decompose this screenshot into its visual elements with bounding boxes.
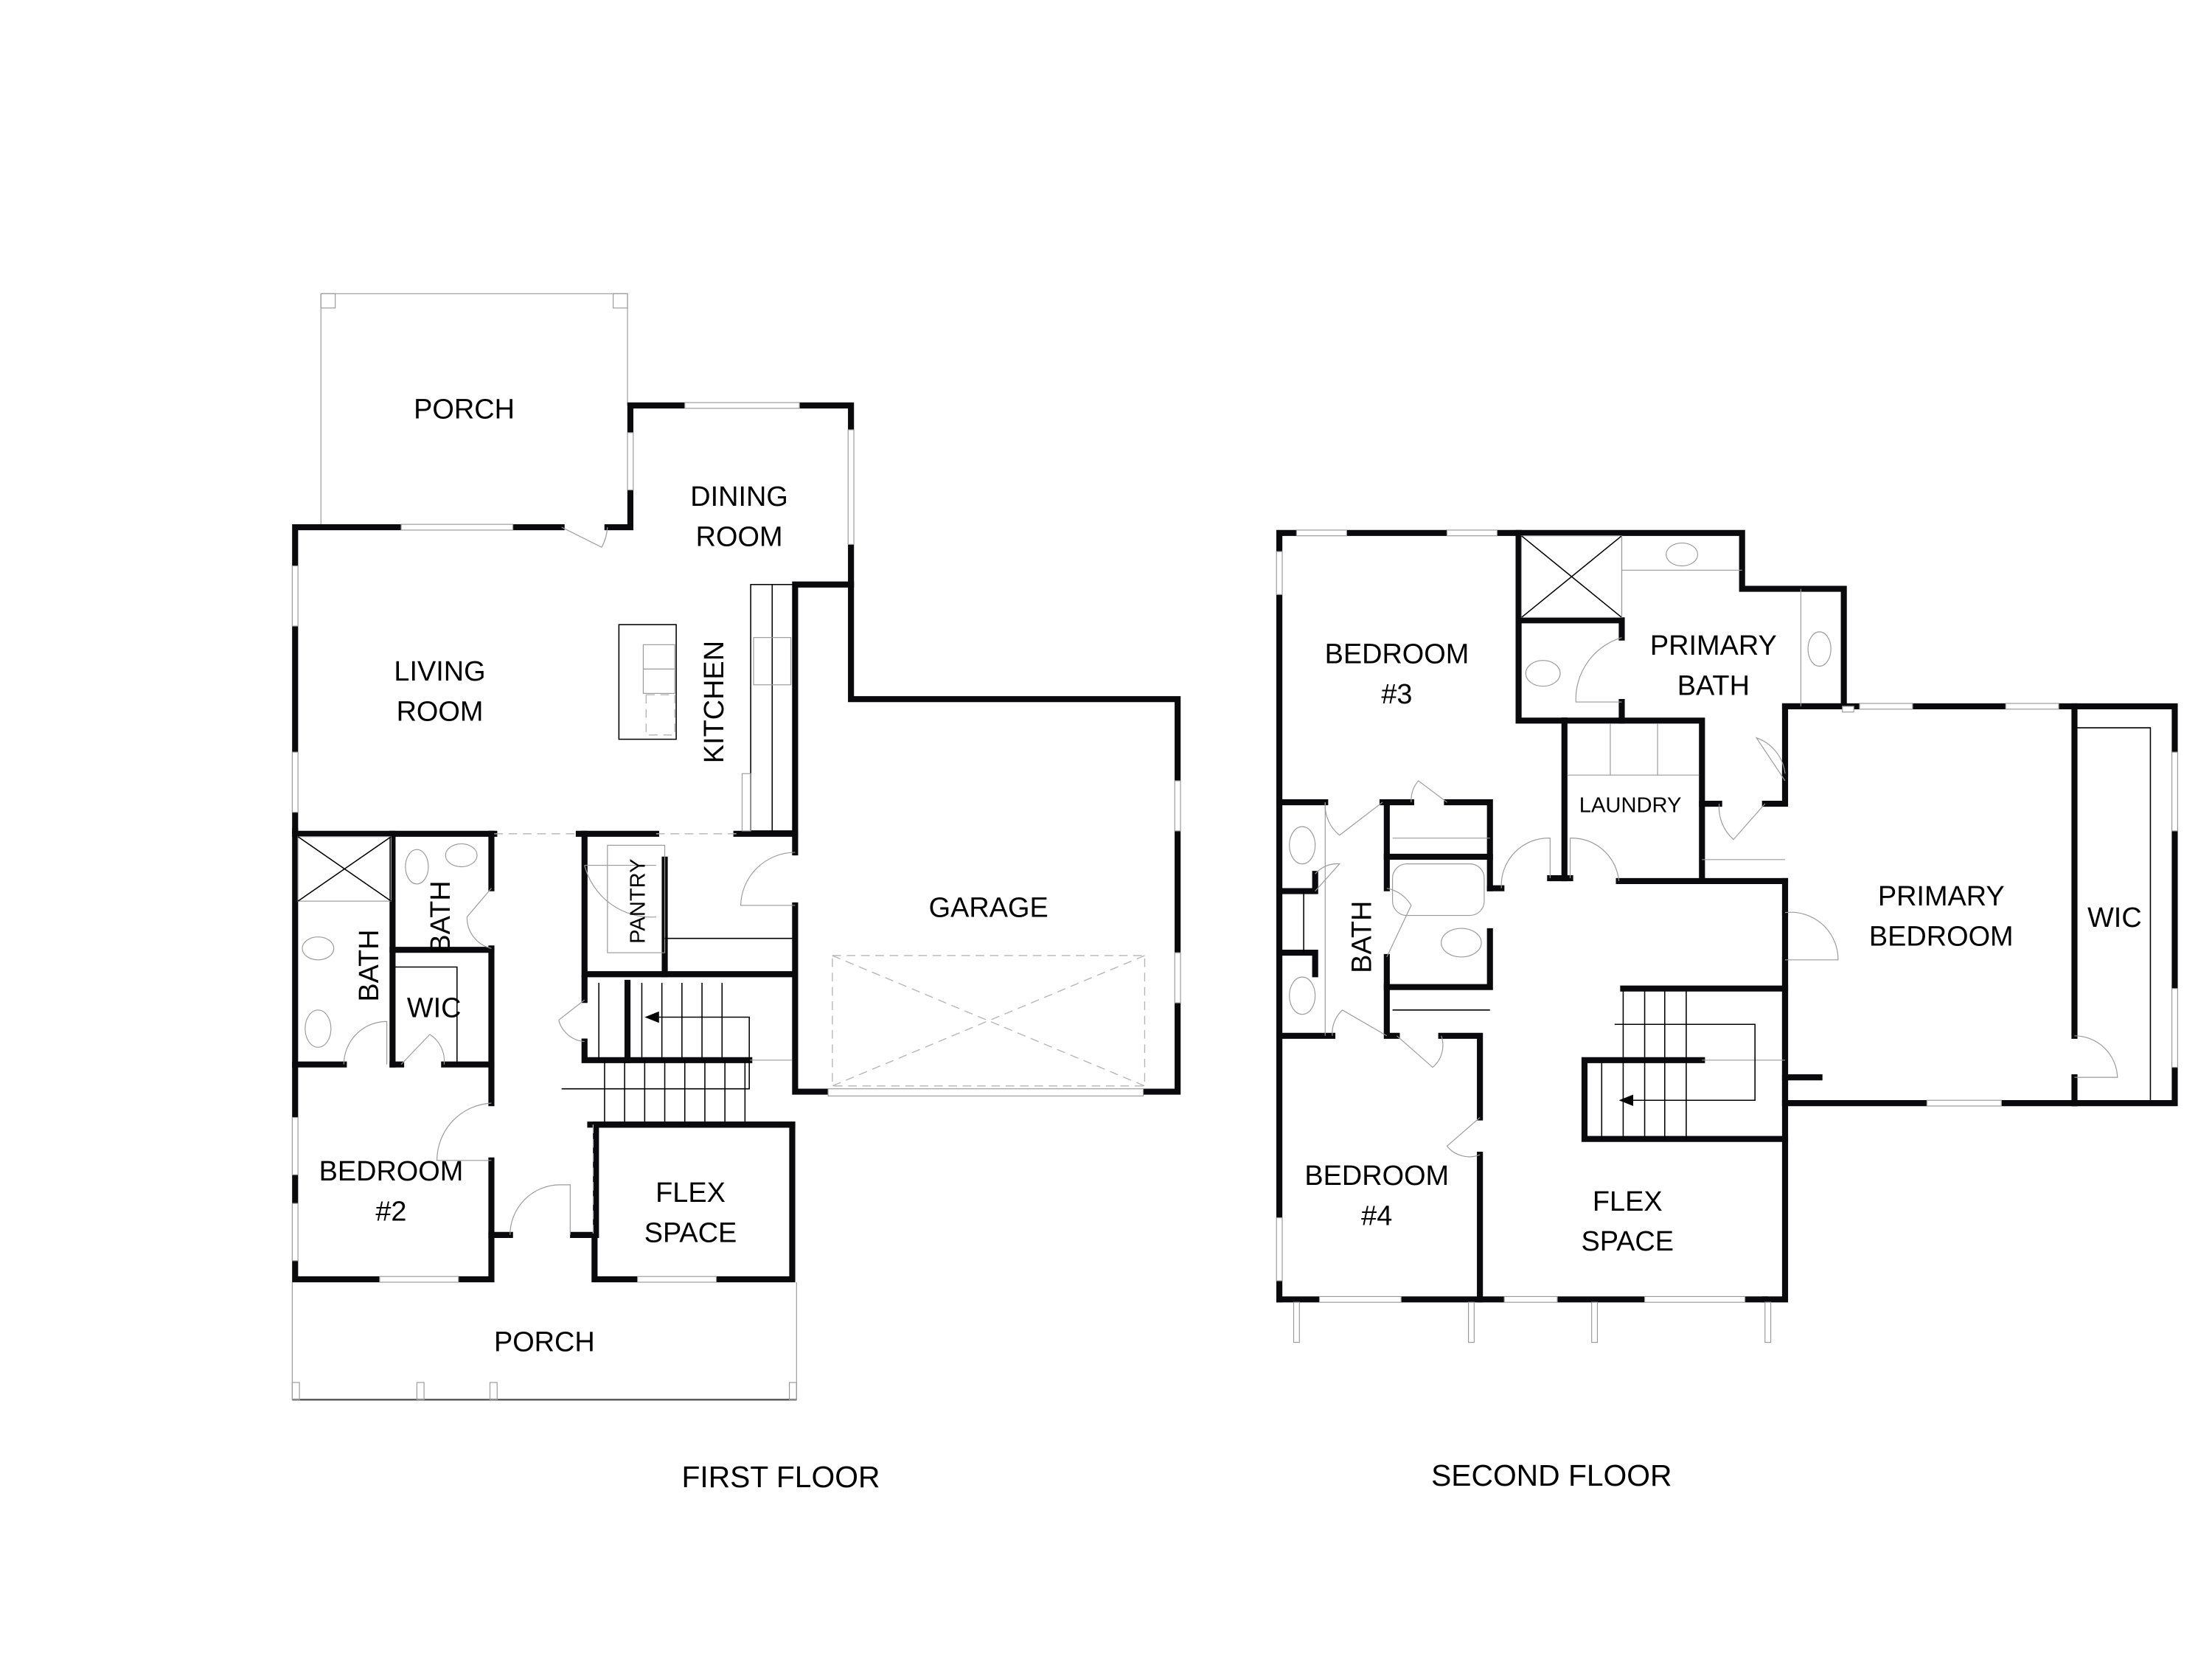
- room-label-flex-2: SPACE: [1581, 1226, 1674, 1257]
- room-label-bedroom4-1: BEDROOM: [1304, 1161, 1449, 1192]
- room-label-primary-bath-2: BATH: [1677, 670, 1750, 701]
- rear-porch: [320, 293, 628, 525]
- room-label-bedroom3-2: #3: [1381, 679, 1412, 710]
- first-floor-fixtures: [297, 583, 1146, 1087]
- room-label-wic: WIC: [407, 993, 462, 1024]
- first-floor-plan: PORCH DINING ROOM LIVING ROOM KITCHEN GA…: [291, 293, 1181, 1494]
- room-label-primary-bath-1: PRIMARY: [1650, 630, 1777, 661]
- first-floor-caption: FIRST FLOOR: [681, 1460, 880, 1494]
- room-label-flex-1: FLEX: [655, 1178, 726, 1208]
- room-label-dining-2: ROOM: [696, 521, 783, 552]
- second-floor-fixtures: [1289, 535, 2152, 1101]
- second-floor-doors: [1315, 637, 2118, 1158]
- room-label-bath-small: BATH: [425, 880, 456, 953]
- second-floor-windows: [1276, 529, 2178, 1343]
- room-label-bedroom4-2: #4: [1361, 1200, 1392, 1231]
- second-floor-caption: SECOND FLOOR: [1431, 1458, 1672, 1492]
- room-label-bedroom3-1: BEDROOM: [1325, 639, 1470, 670]
- room-label-flex-1: FLEX: [1593, 1186, 1663, 1217]
- first-floor-doors: [343, 526, 796, 1235]
- room-label-living-1: LIVING: [394, 656, 485, 687]
- room-label-dining-1: DINING: [690, 481, 788, 512]
- room-label-bedroom2-1: BEDROOM: [319, 1156, 464, 1187]
- first-floor-labels: PORCH DINING ROOM LIVING ROOM KITCHEN GA…: [319, 394, 1048, 1357]
- room-label-living-2: ROOM: [397, 696, 484, 727]
- first-floor-stairs: [561, 982, 793, 1122]
- room-label-bedroom2-2: #2: [375, 1196, 406, 1227]
- room-label-flex-2: SPACE: [644, 1218, 737, 1249]
- first-floor-windows: [291, 402, 1181, 1283]
- room-label-pantry: PANTRY: [626, 858, 650, 943]
- room-label-primary-bedroom-1: PRIMARY: [1878, 881, 2005, 912]
- room-label-primary-bedroom-2: BEDROOM: [1869, 921, 2014, 952]
- room-label-bath: BATH: [1346, 901, 1377, 973]
- second-floor-plan: BEDROOM #3 PRIMARY BATH LAUNDRY BATH PRI…: [1276, 529, 2178, 1492]
- room-label-laundry: LAUNDRY: [1579, 794, 1682, 818]
- second-floor-labels: BEDROOM #3 PRIMARY BATH LAUNDRY BATH PRI…: [1304, 630, 2141, 1257]
- room-label-front-porch: PORCH: [494, 1326, 595, 1357]
- room-label-wic: WIC: [2087, 902, 2142, 933]
- first-floor-walls: [292, 402, 1181, 1283]
- room-label-rear-porch: PORCH: [414, 394, 515, 425]
- room-label-kitchen: KITCHEN: [699, 641, 730, 763]
- second-floor-walls: [1276, 529, 2178, 1303]
- second-floor-stairs: [1601, 991, 1785, 1139]
- front-porch: [291, 1281, 797, 1401]
- room-label-bath-left: BATH: [354, 929, 385, 1001]
- room-label-garage: GARAGE: [929, 893, 1048, 924]
